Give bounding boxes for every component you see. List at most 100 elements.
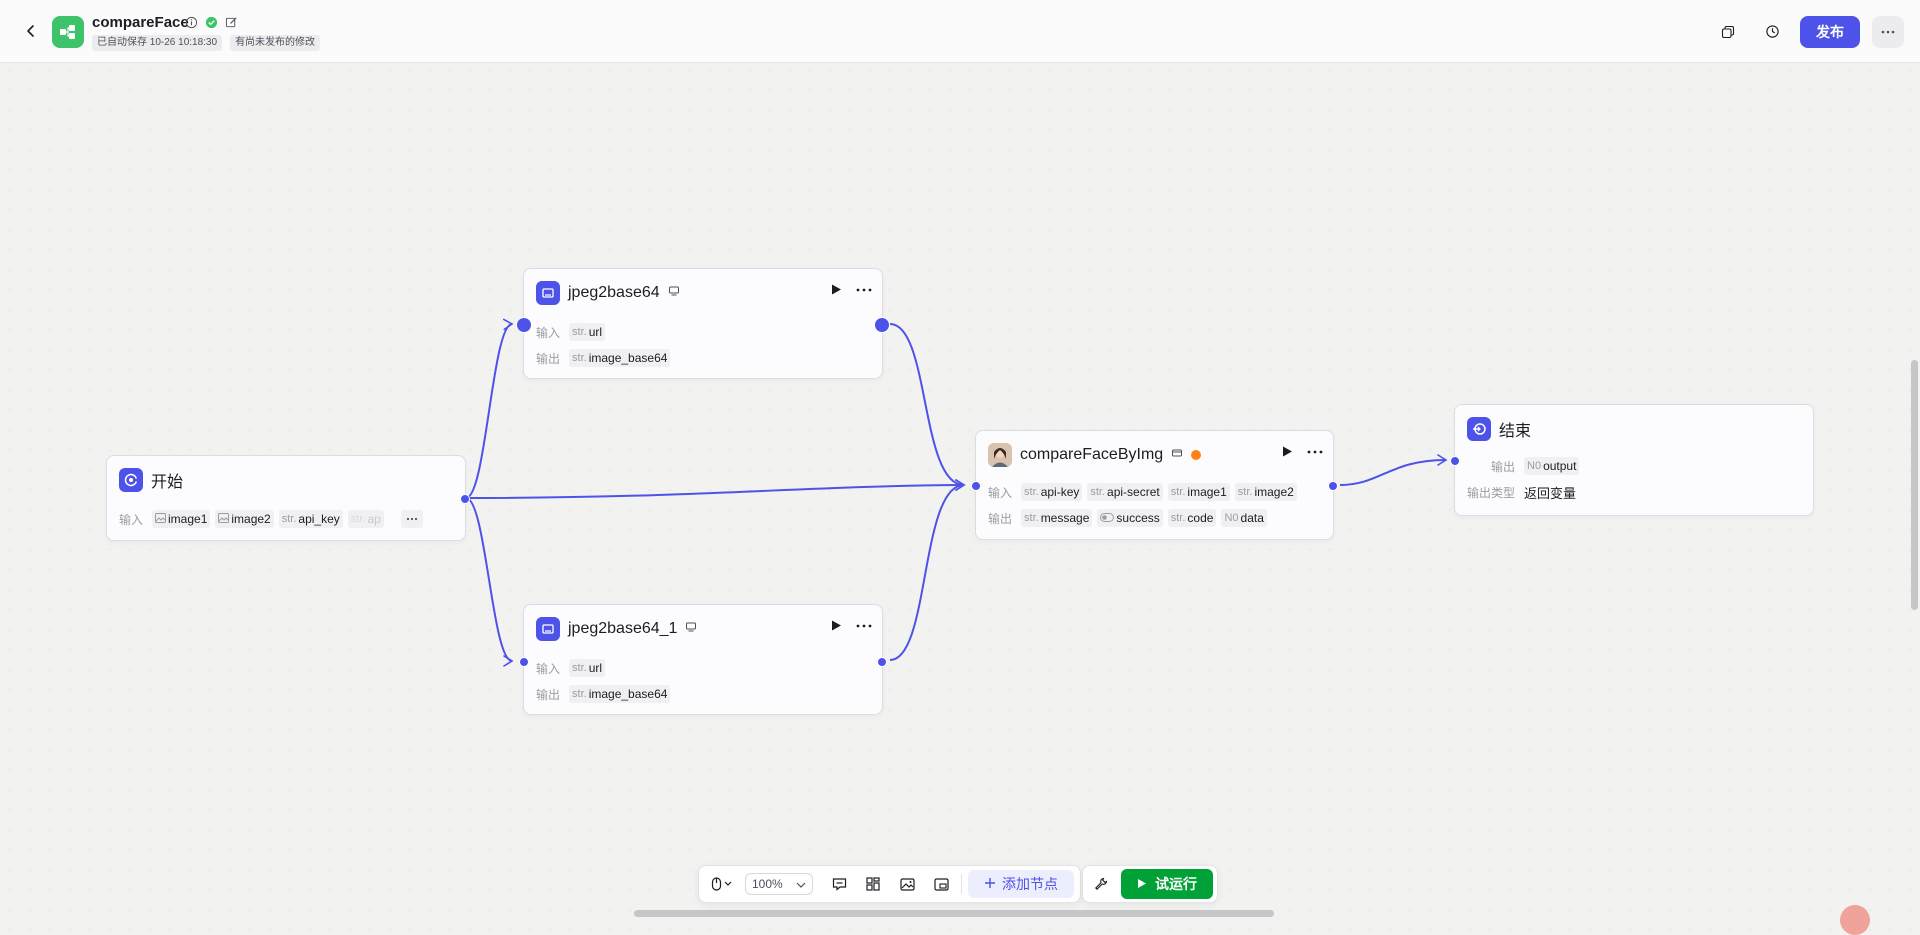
edge-jpeg1-compare (889, 323, 966, 491)
output-port[interactable] (460, 494, 470, 504)
comment-icon[interactable] (825, 870, 853, 898)
output-label: 输出 (1491, 459, 1516, 474)
node-title: jpeg2base64 (568, 284, 660, 301)
param-chip: str.image1 (1167, 483, 1230, 501)
vertical-scrollbar[interactable] (1911, 360, 1918, 610)
plugin-icon (536, 281, 560, 305)
toggle-icon (1100, 511, 1115, 525)
more-params-icon[interactable] (400, 510, 423, 528)
start-icon (119, 468, 143, 492)
horizontal-scrollbar[interactable] (634, 910, 1274, 917)
zoom-value: 100% (752, 877, 783, 891)
plugin-badge-icon (1171, 446, 1183, 464)
node-compare-face-by-img[interactable]: compareFaceByImg 输入 str.api-key str.api-… (971, 430, 1338, 540)
param-chip: image1 (152, 510, 211, 528)
input-port[interactable] (516, 317, 532, 333)
plugin-badge-icon (685, 620, 697, 638)
test-run-button[interactable]: 试运行 (1121, 869, 1213, 899)
input-label: 输入 (119, 512, 144, 527)
edge-start-compare (465, 479, 966, 499)
warning-dot-icon (1191, 450, 1202, 460)
param-chip: str.url (569, 323, 606, 341)
input-port[interactable] (971, 481, 981, 491)
input-label: 输入 (988, 485, 1013, 500)
layout-icon[interactable] (859, 870, 887, 898)
plus-icon (984, 876, 996, 892)
assistant-avatar[interactable] (1840, 905, 1870, 935)
history-icon[interactable] (1756, 16, 1788, 48)
end-icon (1467, 417, 1491, 441)
node-more-icon[interactable] (1307, 450, 1323, 454)
param-chip: str.message (1021, 509, 1093, 527)
node-title: jpeg2base64_1 (568, 620, 678, 637)
plugin-badge-icon (668, 284, 680, 302)
input-port[interactable] (1450, 456, 1460, 466)
input-label: 输入 (536, 325, 561, 340)
image-export-icon[interactable] (893, 870, 921, 898)
edge-start-jpeg2 (465, 497, 514, 667)
param-chip: str.image_base64 (569, 349, 671, 367)
zoom-select[interactable]: 100% (745, 873, 813, 895)
plugin-icon (536, 617, 560, 641)
output-type-value: 返回变量 (1524, 485, 1577, 501)
edge-jpeg2-compare (889, 479, 966, 661)
publish-button[interactable]: 发布 (1800, 15, 1860, 48)
node-title: 结束 (1499, 423, 1532, 440)
avatar-icon (988, 443, 1012, 467)
output-type-label: 输出类型 (1467, 485, 1516, 500)
copy-icon[interactable] (1712, 16, 1744, 48)
canvas-toolbar: 100% 添加节点 (698, 865, 1081, 903)
param-chip: str.image_base64 (569, 685, 671, 703)
param-chip: image2 (215, 510, 274, 528)
edit-icon[interactable] (225, 16, 239, 30)
node-more-icon[interactable] (856, 624, 872, 628)
input-port[interactable] (519, 657, 529, 667)
param-chip: str.api_key (278, 510, 343, 528)
run-node-icon[interactable] (830, 283, 842, 296)
image-icon (218, 512, 230, 526)
check-circle-icon (205, 16, 219, 30)
more-icon[interactable] (1872, 15, 1904, 48)
output-label: 输出 (988, 511, 1013, 526)
param-chip: str.url (569, 659, 606, 677)
output-label: 输出 (536, 351, 561, 366)
output-label: 输出 (536, 687, 561, 702)
output-port[interactable] (877, 657, 887, 667)
run-node-icon[interactable] (830, 619, 842, 632)
app-logo-icon (52, 16, 84, 48)
param-chip: success (1097, 509, 1163, 527)
app-title: compareFace (92, 14, 189, 31)
node-title: 开始 (151, 474, 184, 491)
param-chip: str.ap (347, 510, 384, 528)
image-icon (155, 512, 167, 526)
minimap-icon[interactable] (927, 870, 955, 898)
play-icon (1137, 876, 1147, 892)
chevron-down-icon (796, 877, 806, 891)
param-chip: str.api-key (1021, 483, 1083, 501)
param-chip: str.image2 (1234, 483, 1297, 501)
add-node-button[interactable]: 添加节点 (968, 870, 1074, 898)
node-jpeg2base64-1[interactable]: jpeg2base64_1 输入 str.url 输出 str.image_ba… (519, 604, 887, 715)
param-chip: str.api-secret (1087, 483, 1163, 501)
back-icon[interactable] (22, 22, 40, 40)
output-port[interactable] (1328, 481, 1338, 491)
unpublished-tag: 有尚未发布的修改 (230, 35, 321, 51)
mouse-mode-icon[interactable] (705, 870, 739, 898)
edge-start-jpeg1 (465, 318, 514, 499)
node-start[interactable]: 开始 输入 image1 image2 str.api_key str.ap (106, 455, 470, 541)
output-port[interactable] (874, 317, 890, 333)
run-node-icon[interactable] (1281, 445, 1293, 458)
info-icon[interactable] (185, 16, 199, 30)
wrench-icon[interactable] (1087, 870, 1115, 898)
node-more-icon[interactable] (856, 288, 872, 292)
node-title: compareFaceByImg (1020, 446, 1164, 463)
node-jpeg2base64[interactable]: jpeg2base64 输入 str.url 输出 str.image_base… (516, 268, 890, 379)
edge-compare-end (1339, 454, 1448, 486)
input-label: 输入 (536, 661, 561, 676)
top-bar: compareFace 已自动保存 10-26 10:18:30 有尚未发布的修… (0, 0, 1920, 63)
autosave-tag: 已自动保存 10-26 10:18:30 (92, 35, 223, 51)
toolbar-divider (961, 874, 962, 894)
param-chip: str.code (1167, 509, 1217, 527)
